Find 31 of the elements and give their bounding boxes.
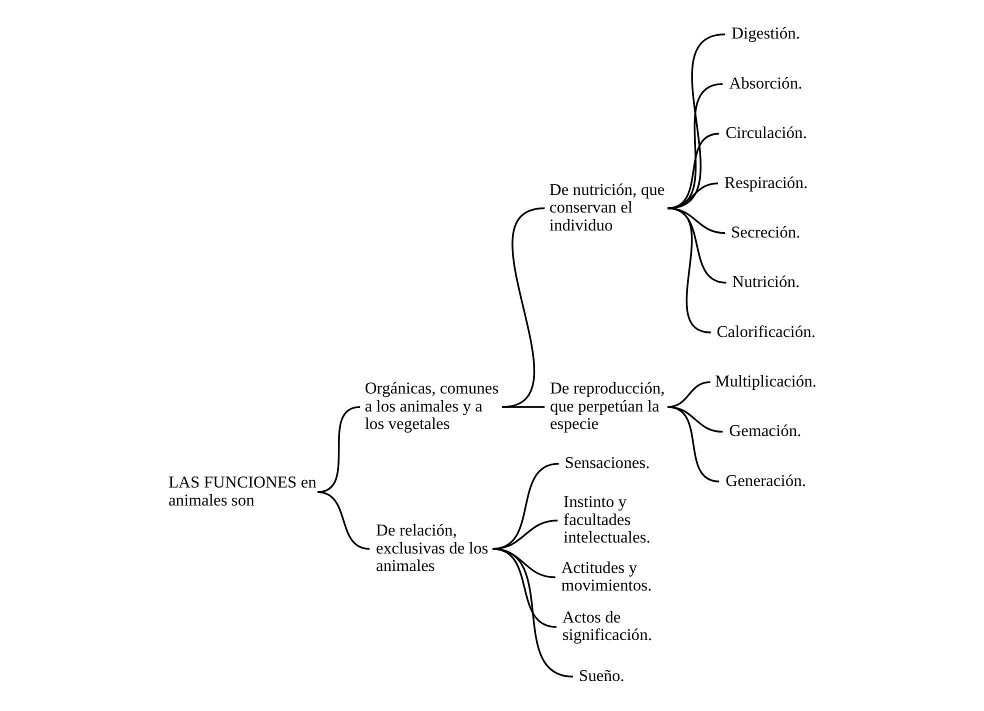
connector: [668, 207, 712, 334]
node-text: De relación, exclusivas de los animales: [376, 520, 488, 576]
connector: [668, 132, 720, 210]
connector: [492, 548, 574, 678]
node-text: Generación.: [726, 470, 806, 490]
node-text: Actos de significación.: [562, 607, 652, 644]
node-text: Digestión.: [732, 24, 800, 43]
node-text: Nutrición.: [732, 272, 800, 292]
connector: [668, 182, 718, 210]
node-text: LAS FUNCIONES en animales son: [168, 472, 316, 510]
node-text: Orgánicas, comunes a los animales y a los vegetales: [364, 378, 499, 434]
node-text: Circulación.: [726, 123, 807, 142]
node-text: Calorificación.: [716, 322, 816, 341]
connector: [668, 406, 720, 482]
node-text: Sueño.: [578, 666, 624, 686]
connector: [668, 33, 726, 210]
node-text: Actitudes y movimientos.: [561, 558, 652, 595]
node-text: De nutrición, que conservan el individuo: [549, 180, 665, 234]
connector: [668, 83, 723, 210]
connector: [502, 207, 545, 408]
connector: [317, 406, 360, 493]
node-text: Secreción.: [730, 222, 800, 242]
node-text: Sensaciones.: [564, 453, 650, 472]
node-text: Respiración.: [724, 172, 808, 192]
node-text: De reproducción, que perpetúan la especie: [550, 378, 665, 434]
node-text: Gemación.: [729, 421, 802, 440]
connector: [317, 491, 370, 550]
node-text: Absorción.: [729, 73, 802, 92]
node-text: Instinto y facultades intelectuales.: [564, 492, 650, 547]
connector: [502, 406, 545, 408]
node-text: Multiplicación.: [714, 371, 817, 390]
